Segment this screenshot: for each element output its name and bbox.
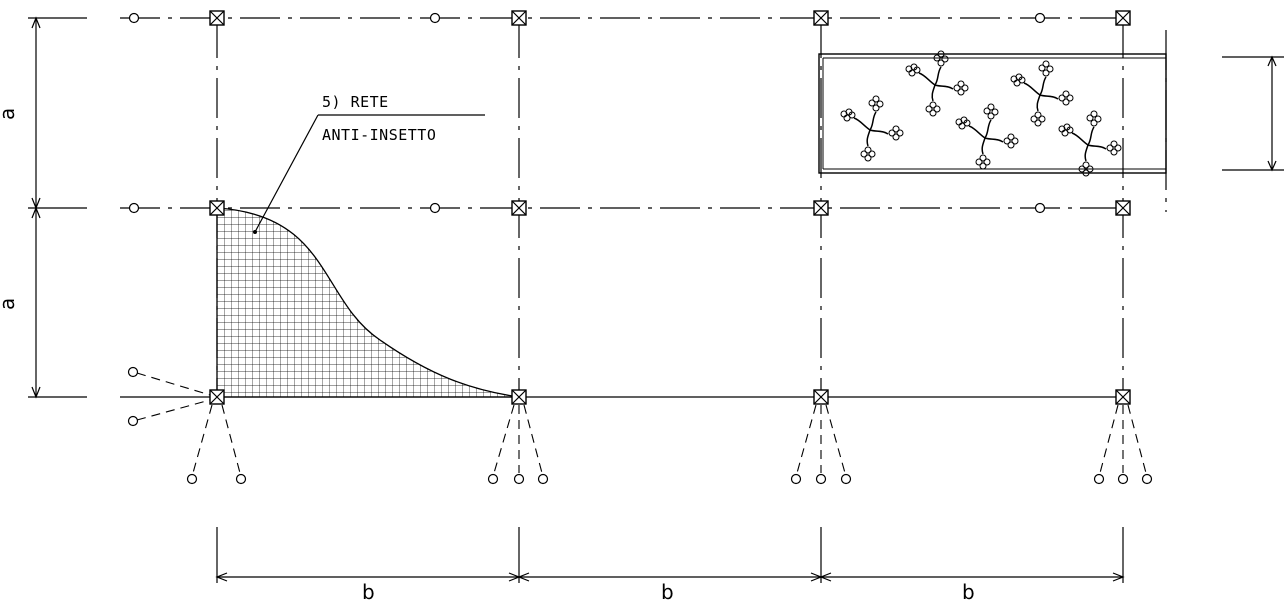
post-icon bbox=[1115, 10, 1131, 26]
post-icon bbox=[209, 200, 225, 216]
anchor-lines bbox=[136, 372, 1147, 474]
dimension-label-a-top: a bbox=[0, 108, 19, 120]
anti-insect-net-area bbox=[216, 207, 520, 398]
post-icon bbox=[813, 200, 829, 216]
tree-icon bbox=[1058, 110, 1122, 177]
tree-icon bbox=[905, 50, 969, 117]
post-icon bbox=[209, 10, 225, 26]
post-icon bbox=[1115, 389, 1131, 405]
grid-circles bbox=[128, 12, 1046, 214]
dimension-label-b-2: b bbox=[661, 580, 674, 601]
post-icon bbox=[813, 389, 829, 405]
annotation-line-2: ANTI-INSETTO bbox=[322, 126, 436, 144]
anchor-circles bbox=[127, 366, 1153, 485]
dimension-label-a-bottom: a bbox=[0, 298, 19, 310]
section-inset bbox=[818, 50, 1167, 177]
circle-marker-icon bbox=[429, 202, 441, 214]
tree-icon bbox=[955, 103, 1019, 170]
vertical-dimensions bbox=[28, 16, 87, 399]
post-icon bbox=[511, 389, 527, 405]
circle-marker-icon bbox=[429, 12, 441, 24]
post-icon bbox=[813, 10, 829, 26]
circle-marker-icon bbox=[1034, 202, 1046, 214]
post-icon bbox=[511, 200, 527, 216]
inset-dimension bbox=[1222, 55, 1284, 172]
post-icon bbox=[511, 10, 527, 26]
circle-marker-icon bbox=[128, 202, 140, 214]
horizontal-dimensions bbox=[215, 527, 1125, 583]
circle-marker-icon bbox=[1034, 12, 1046, 24]
tree-icon bbox=[840, 95, 904, 162]
annotation-line-1: 5) RETE bbox=[322, 93, 389, 111]
dimension-label-b-1: b bbox=[362, 580, 375, 601]
dimension-label-b-3: b bbox=[962, 580, 975, 601]
post-icon bbox=[209, 389, 225, 405]
net-annotation: 5) RETE ANTI-INSETTO bbox=[253, 93, 485, 234]
post-icon bbox=[1115, 200, 1131, 216]
circle-marker-icon bbox=[128, 12, 140, 24]
tree-icon bbox=[1010, 60, 1074, 127]
